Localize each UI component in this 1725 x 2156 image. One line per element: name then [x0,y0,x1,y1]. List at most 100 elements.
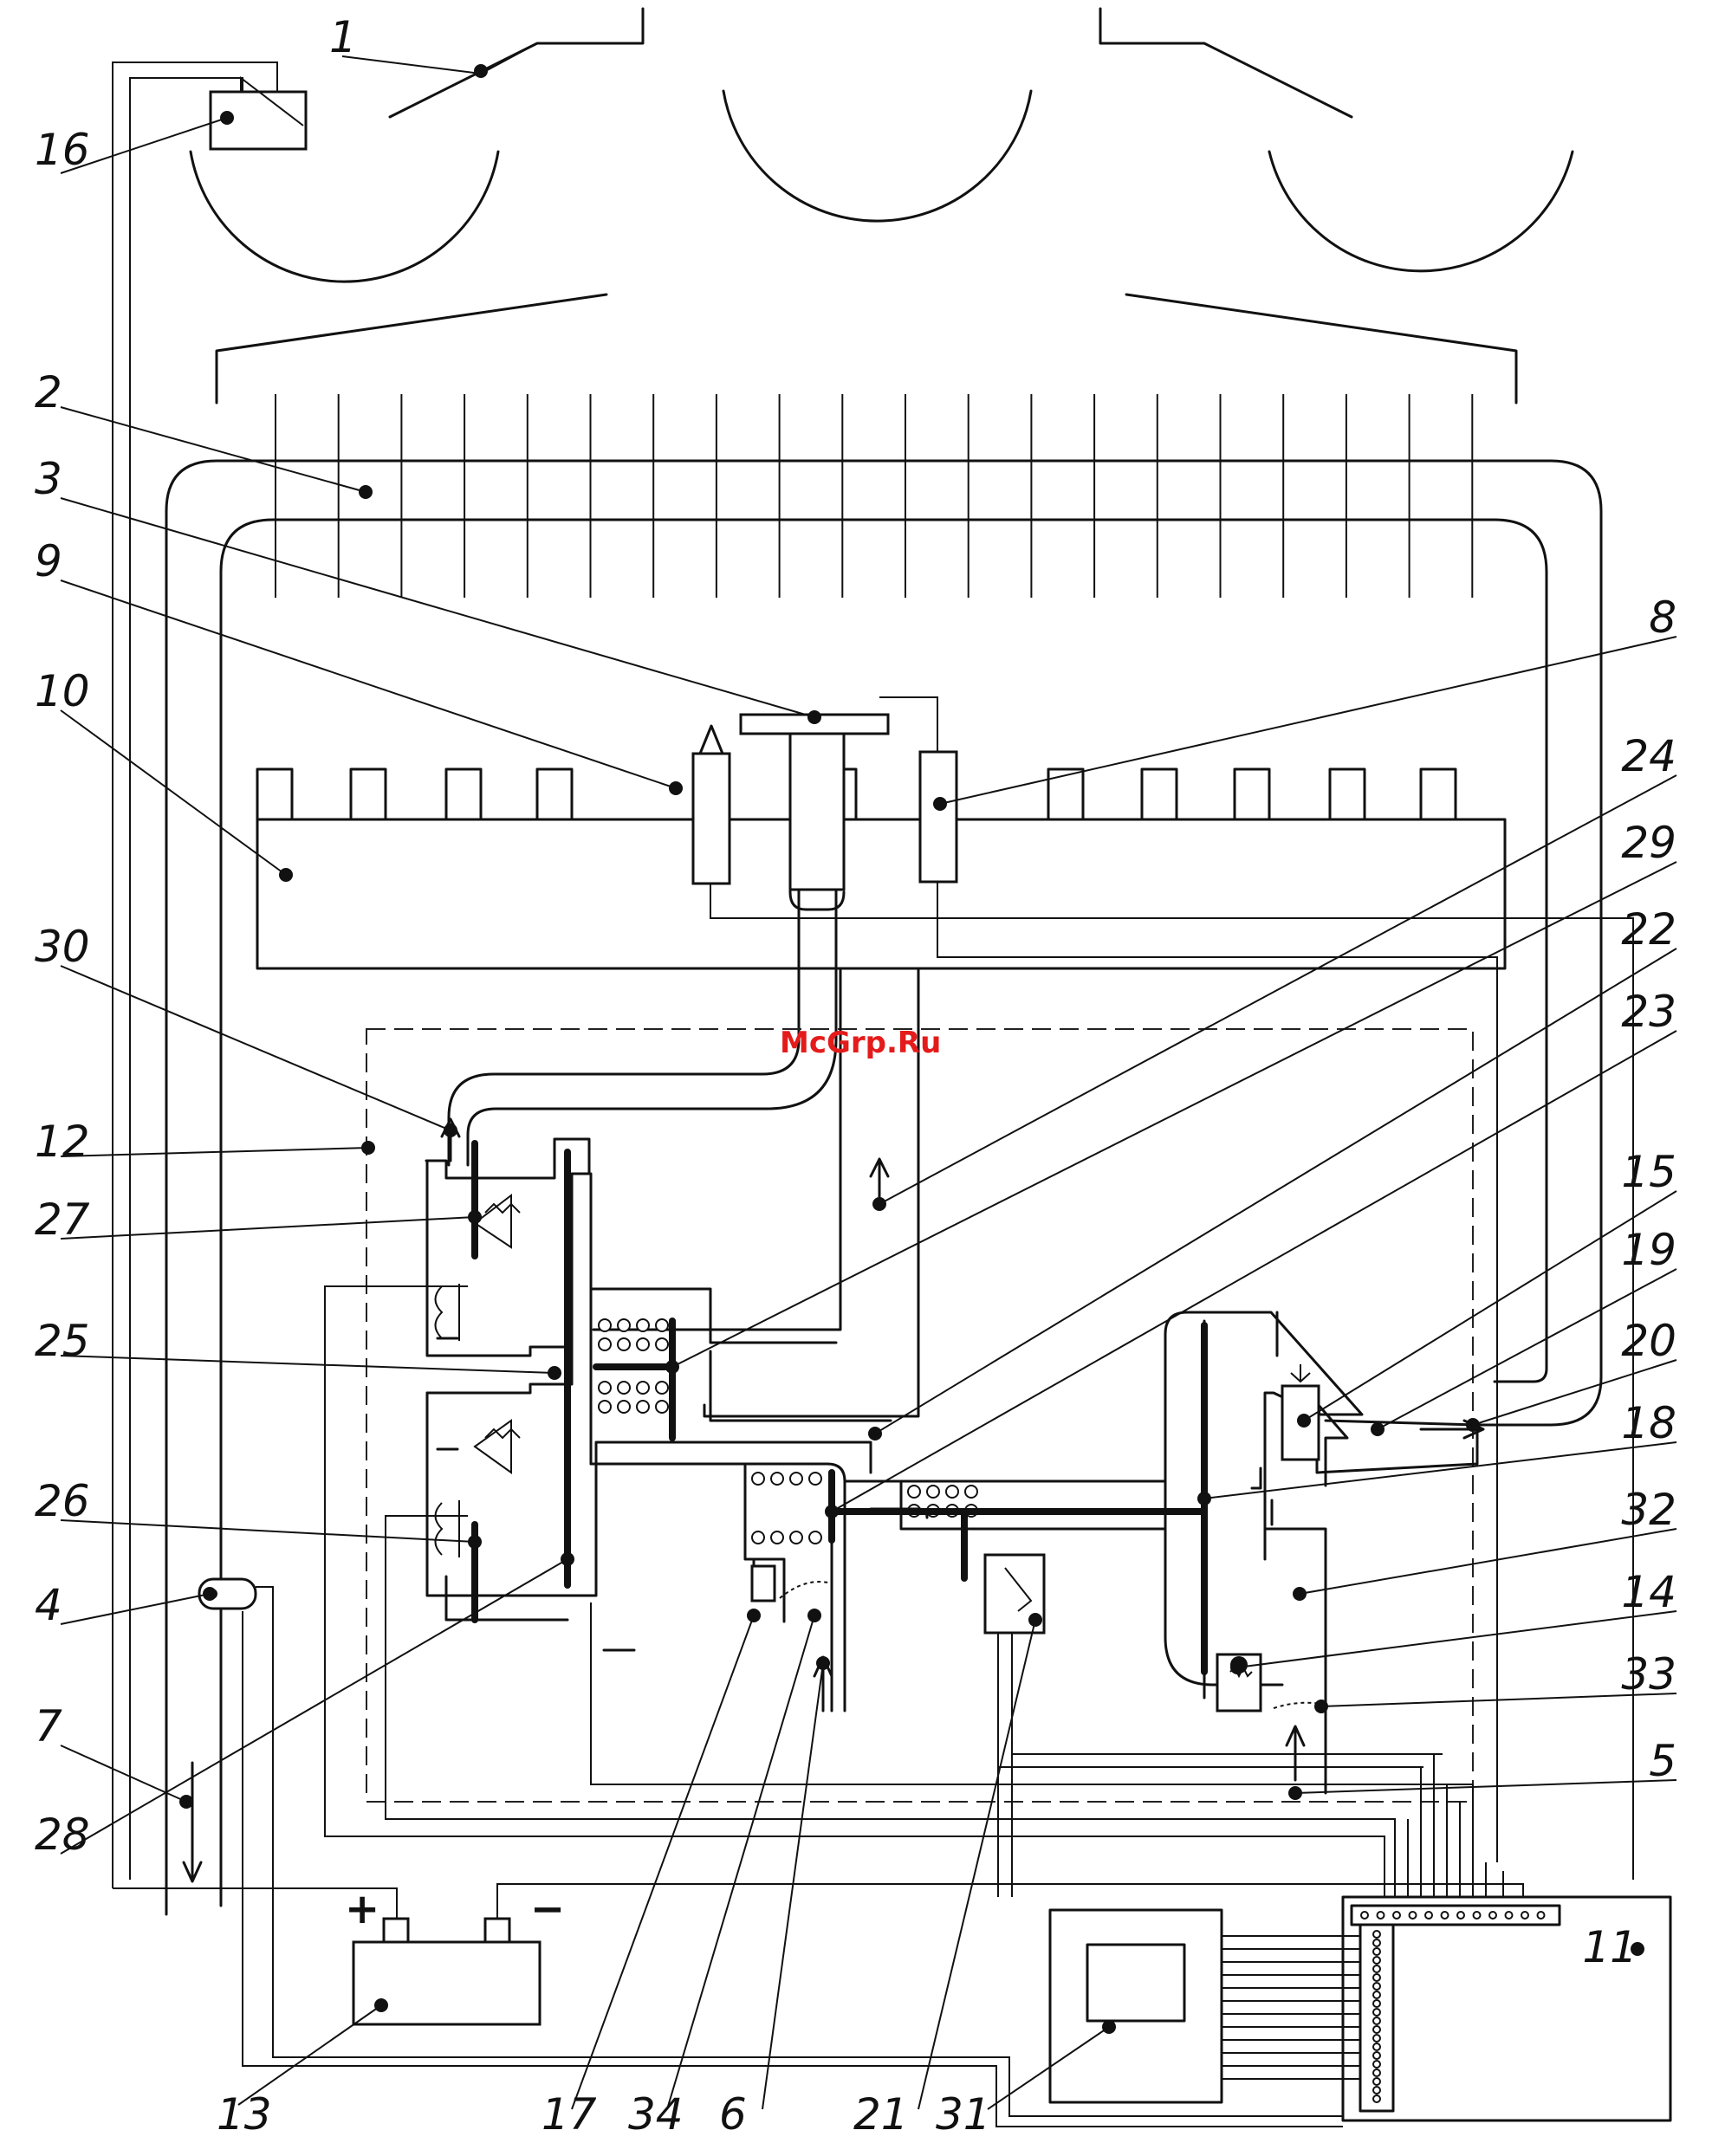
callout-leader [879,775,1676,1204]
callout-anchor [1371,1422,1385,1436]
callout-number: 32 [1621,1485,1676,1535]
callout-leader [988,2027,1109,2109]
callout-anchor [807,1609,821,1622]
callout-number: 19 [1621,1225,1676,1275]
callout-anchor [179,1795,193,1809]
callout-anchor [561,1552,574,1566]
callout-leader [875,949,1676,1434]
callout-anchor [468,1535,482,1549]
callout-anchor [1288,1786,1302,1800]
callout-leader [61,1217,475,1239]
callout-anchor [1197,1492,1211,1505]
callout-leader [61,498,814,717]
callout-anchor [361,1141,375,1155]
pilot-burner [449,715,888,1165]
callout-anchor [1230,1661,1244,1674]
callout-anchor [279,868,293,882]
callout-anchor [669,781,683,795]
callout-labels: 1162391082429222330122725151920183226144… [35,12,1676,2140]
callout-leader [667,1615,814,2109]
battery-plus: + [345,1885,379,1933]
callout-number: 18 [1621,1398,1676,1448]
callout-leader [342,43,537,74]
draft-sensor [113,62,397,1919]
callout-number: 25 [35,1316,90,1366]
callout-leader [918,1620,1035,2109]
callout-anchor [1466,1418,1480,1432]
callout-number: 20 [1621,1316,1676,1366]
callout-anchor [374,1998,388,2012]
callout-number: 3 [35,454,62,504]
callout-anchor [548,1366,561,1380]
callout-number: 28 [35,1810,90,1860]
callout-number: 13 [217,2089,272,2140]
callout-leader [1204,1442,1676,1499]
callout-number: 33 [1621,1649,1676,1700]
callout-number: 31 [936,2089,991,2140]
callout-leader [1295,1780,1676,1793]
microswitch [985,1555,1443,1767]
callout-leader [61,1356,554,1373]
callout-leader [762,1663,823,2109]
callout-leader [61,1594,210,1624]
water-unit [1165,1312,1477,1793]
callout-number: 21 [853,2089,909,2140]
callout-leader [61,580,676,788]
callout-number: 24 [1621,731,1676,781]
callout-number: 15 [1621,1147,1676,1197]
callout-number: 26 [35,1476,90,1526]
callout-number: 34 [628,2089,684,2140]
callout-anchor [807,710,821,724]
callout-number: 17 [541,2089,597,2140]
watermark: McGrp.Ru [780,1026,941,1060]
callout-leader [61,966,451,1130]
callout-number: 4 [35,1580,62,1630]
callout-number: 2 [35,367,62,418]
callout-number: 5 [1649,1736,1676,1786]
callout-anchor [1102,2020,1116,2034]
callout-leader [61,1520,475,1542]
callout-anchor [1293,1587,1307,1601]
callout-leader [940,637,1676,804]
callout-leader [672,862,1676,1367]
callout-leader [61,1559,567,1854]
callout-number: 23 [1621,987,1676,1037]
callout-leader [61,407,366,492]
callout-leader [832,1031,1676,1512]
solenoid-valve-assembly [426,1139,871,1650]
callout-number: 14 [1621,1567,1676,1617]
callout-leader [572,1615,754,2109]
callout-anchor [825,1505,839,1518]
display-unit [1050,1910,1360,2102]
callout-number: 12 [35,1117,90,1167]
callout-leader [1237,1611,1676,1667]
callout-anchor [747,1609,761,1622]
water-regulator [745,1464,1204,1711]
callout-number: 10 [35,666,90,716]
callout-number: 11 [1582,1922,1637,1972]
callout-anchor [868,1427,882,1441]
callout-anchor [816,1656,830,1670]
callout-number: 30 [35,922,90,972]
callout-number: 22 [1621,904,1676,955]
burner [257,769,1505,968]
callout-anchor [1297,1414,1311,1428]
battery: + − [345,1884,1523,2024]
callout-anchor [1028,1613,1042,1627]
battery-minus: − [530,1885,565,1933]
callout-leader [1300,1529,1676,1594]
callout-number: 7 [35,1701,62,1751]
callout-number: 16 [35,125,90,175]
heat-exchanger [166,394,1601,1914]
callout-leader [61,1148,368,1156]
callout-anchor [665,1360,679,1374]
flue-hood [191,9,1573,403]
callout-number: 1 [329,12,357,62]
callout-anchor [1314,1700,1328,1713]
callout-anchor [444,1123,457,1137]
callout-anchor [872,1197,886,1211]
callout-anchor [359,485,373,499]
ignition-electrode [693,726,1633,1880]
callout-number: 6 [719,2089,747,2140]
